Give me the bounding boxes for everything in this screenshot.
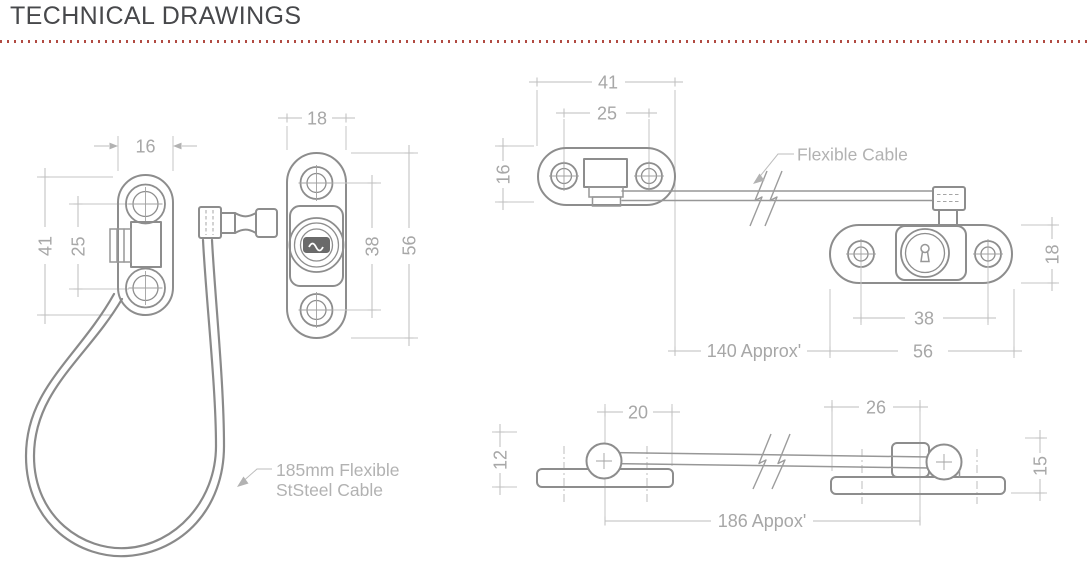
cable-exit-step [591,196,622,207]
dim-text-140-approx: 140 Approx' [707,341,802,361]
dim-text-186-appox: 186 Appox' [718,511,807,531]
flexible-cable-label: Flexible Cable [753,145,908,184]
bracket-plate [117,174,174,316]
dim-front-keep-hole-spacing: 38 [333,175,383,318]
lock-housing [895,225,967,281]
screw-hole [549,161,579,191]
extension-lines [536,90,676,356]
dim-plan-keep-boss-offset: 26 [824,398,928,418]
screw-hole [125,183,166,225]
dim-plan-overall-run: 186 Appox' [604,511,921,531]
dim-text-25: 25 [597,104,617,124]
lock-face-inner [904,232,946,274]
leader-arrowhead [753,173,765,184]
dim-front-bracket-width: 16 [94,136,197,171]
dim-text-15: 15 [1031,456,1051,476]
cable-exit-step [588,186,624,198]
dim-side-keep-length: 56 [829,289,1022,362]
cable-crimp [932,186,966,211]
connector-stem [938,209,958,227]
dim-text-41: 41 [36,236,56,256]
dim-plan-bracket-depth: 12 [491,424,517,495]
dim-text-12: 12 [491,450,511,470]
side-view: 41 25 16 [494,73,1063,362]
leader-arrowhead [237,476,249,487]
keep-assembly-side [829,186,1013,284]
cable-label: Flexible Cable [797,145,908,165]
break-mark [749,170,768,227]
dim-front-keep-width: 18 [278,109,355,150]
dim-text-20: 20 [628,403,648,423]
keyhole-icon [920,243,930,263]
pin-neck [220,212,236,234]
dotted-divider [0,40,1091,43]
restrictor-bracket-side [537,147,676,207]
cable-length-label: 185mm Flexible StSteel Cable [237,460,400,500]
lock-logo-badge [303,237,330,253]
restrictor-bracket [109,174,174,316]
latch-tabs [109,228,132,263]
cable-loop [24,238,226,558]
bracket-plate [537,147,676,206]
boss-housing [891,442,930,478]
dim-text-38: 38 [363,236,383,256]
dim-side-bracket-length: 41 [529,73,683,93]
dim-text-41: 41 [598,73,618,93]
latch-block [130,221,162,268]
dim-front-bracket-hole-spacing: 25 [69,196,129,297]
dim-text-18: 18 [307,109,327,129]
page-title: TECHNICAL DRAWINGS [10,2,302,30]
break-mark [764,170,783,227]
front-view: 41 25 16 [24,109,420,558]
dim-text-56: 56 [400,235,420,255]
screw-hole [298,165,335,201]
dim-text-26: 26 [866,398,886,418]
dim-plan-bracket-boss-offset: 20 [597,403,680,423]
keep-base-plate [830,476,1006,495]
dim-front-keep-height: 56 [351,145,420,346]
cable-run [621,170,934,227]
screw-hole [298,292,335,328]
dim-text-16: 16 [135,137,155,157]
dim-text-56: 56 [913,342,933,362]
dim-side-cable-run: 140 Approx' [668,341,830,361]
break-mark [752,433,772,490]
screw-hole [634,161,664,191]
lock-face-inner [299,228,334,262]
dim-side-hole-spacing: 25 [556,104,657,166]
lock-face-outer [288,217,345,273]
dim-text-18: 18 [1043,244,1063,264]
pin-waist [234,212,257,234]
cable-crimp [198,206,222,239]
keep-body [286,152,347,339]
lock-face-outer [900,228,950,278]
cable-boss [585,442,623,480]
pin-end-cap [255,208,278,238]
dim-side-bracket-height: 16 [494,138,534,210]
dim-text-38: 38 [914,309,934,329]
cable-label-line2: StSteel Cable [276,480,383,500]
dim-text-16: 16 [494,164,514,184]
cable-connector-pin [198,206,278,239]
break-mark [771,433,791,490]
cable-boss [925,443,963,481]
centerlines [563,446,978,504]
latch-block [583,158,628,188]
cable-label-line1: 185mm Flexible [276,460,400,480]
screw-hole [125,267,166,309]
cable-run [605,433,931,490]
lock-face-mid [293,222,340,268]
keep-plate [286,152,347,339]
dim-side-keep-height: 18 [1021,217,1063,291]
plan-view: 20 26 12 15 [491,398,1051,532]
dim-plan-keep-depth: 15 [1011,430,1051,501]
dim-side-keep-hole-spacing: 38 [853,262,996,329]
dim-text-25: 25 [69,236,89,256]
